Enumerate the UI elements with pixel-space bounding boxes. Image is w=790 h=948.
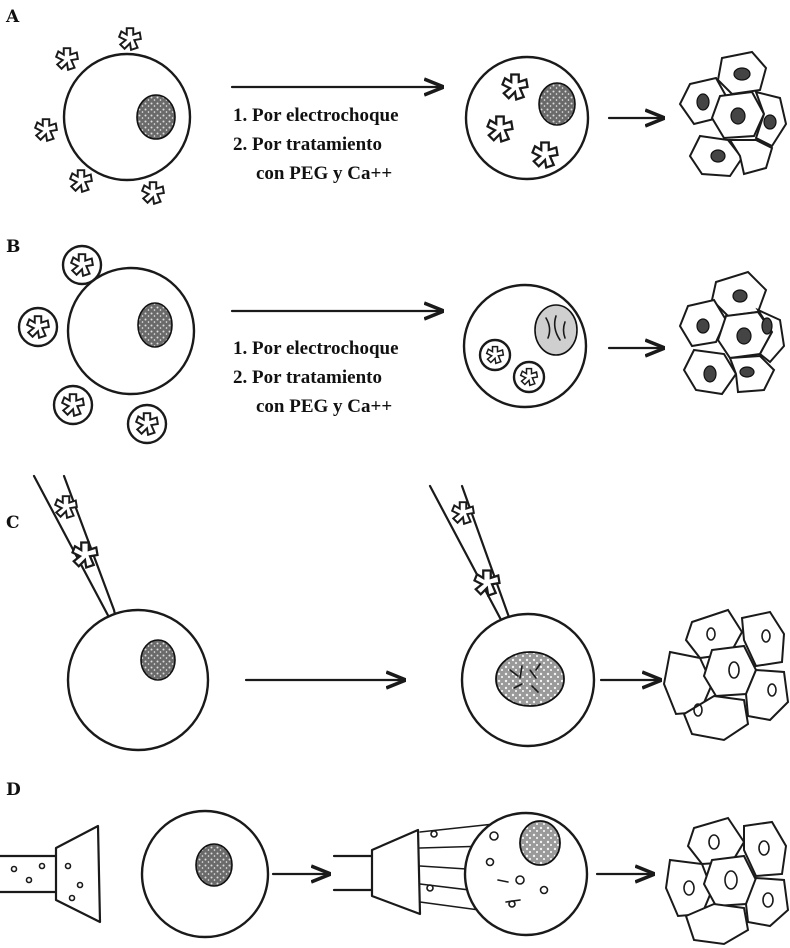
panel-b-letter: B [6,237,20,257]
panel-c-egg-cell [68,610,208,750]
panel-c-injected-egg [462,614,594,746]
panel-a-cell-cluster [680,52,786,176]
panel-b: B 1. Por electrochoque 2. Por tratamient… [6,237,784,443]
panel-b-protoplast [68,268,194,394]
panel-a-step-2: 2. Por tratamiento [233,134,382,155]
panel-b-step-1: 1. Por electrochoque [233,338,399,359]
panel-b-cell-cluster [680,272,784,394]
panel-c-cell-cluster [664,610,788,740]
panel-b-step-3: con PEG y Ca++ [256,396,392,417]
panel-d-target-cell [142,811,268,937]
panel-d-particle-gun [0,826,100,922]
panel-b-fused-cell [464,285,586,407]
panel-d: D [0,780,788,944]
panel-a-transformed-protoplast [466,57,588,179]
panel-a-step-1: 1. Por electrochoque [233,105,399,126]
panel-a: A 1. Por electrochoque 2. Por tratamient… [5,7,786,204]
panel-d-letter: D [6,780,21,800]
panel-a-protoplast [64,54,190,180]
panel-d-bombarded-cell [465,813,587,935]
panel-c-letter: C [6,513,20,533]
panel-c-micropipette [34,476,120,638]
panel-a-letter: A [5,7,20,27]
panel-d-cell-cluster [666,818,788,944]
panel-a-step-3: con PEG y Ca++ [256,163,392,184]
panel-a-nucleus [137,95,175,139]
panel-b-step-2: 2. Por tratamiento [233,367,382,388]
panel-c: C [6,476,788,750]
